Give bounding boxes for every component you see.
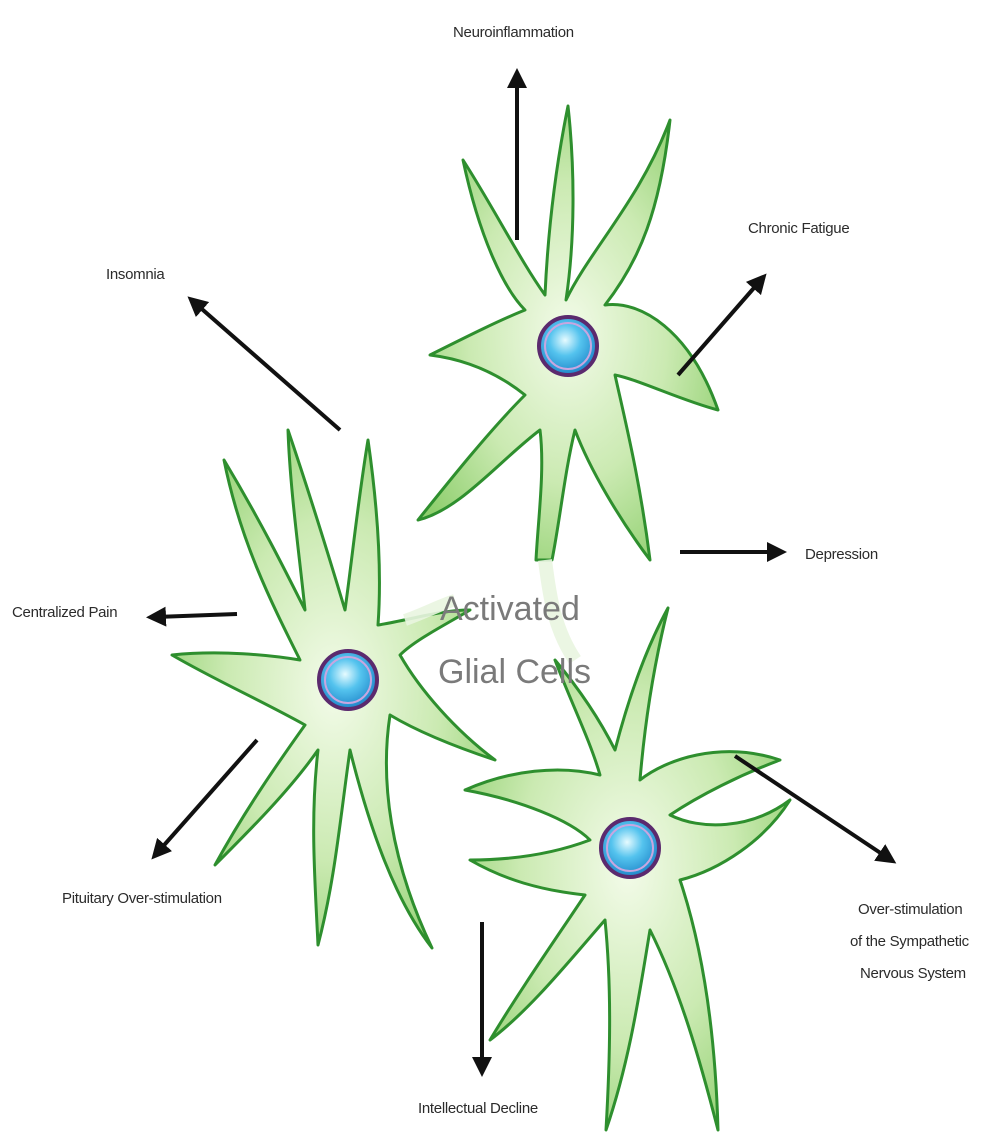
label-neuroinflammation: Neuroinflammation (453, 24, 574, 41)
label-sympathetic-line3: Nervous System (860, 965, 966, 982)
label-intellectual-decline: Intellectual Decline (418, 1100, 538, 1117)
label-sympathetic-line1: Over-stimulation (858, 901, 962, 918)
arrow-insomnia (195, 303, 340, 430)
label-insomnia: Insomnia (106, 266, 165, 283)
nucleus-left (319, 651, 377, 709)
label-pituitary: Pituitary Over-stimulation (62, 890, 222, 907)
center-label-line2: Glial Cells (438, 653, 591, 691)
nucleus-top (539, 317, 597, 375)
label-sympathetic-line2: of the Sympathetic (850, 933, 970, 950)
arrow-sympathetic (735, 756, 888, 858)
nucleus-bottom (601, 819, 659, 877)
label-depression: Depression (805, 546, 878, 563)
glial-cell-top (418, 106, 718, 560)
label-centralized-pain: Centralized Pain (12, 604, 117, 621)
arrow-centralized-pain (156, 614, 237, 617)
arrow-chronic-fatigue (678, 281, 760, 375)
center-label-line1: Activated (440, 590, 580, 628)
label-chronic-fatigue: Chronic Fatigue (748, 220, 849, 237)
